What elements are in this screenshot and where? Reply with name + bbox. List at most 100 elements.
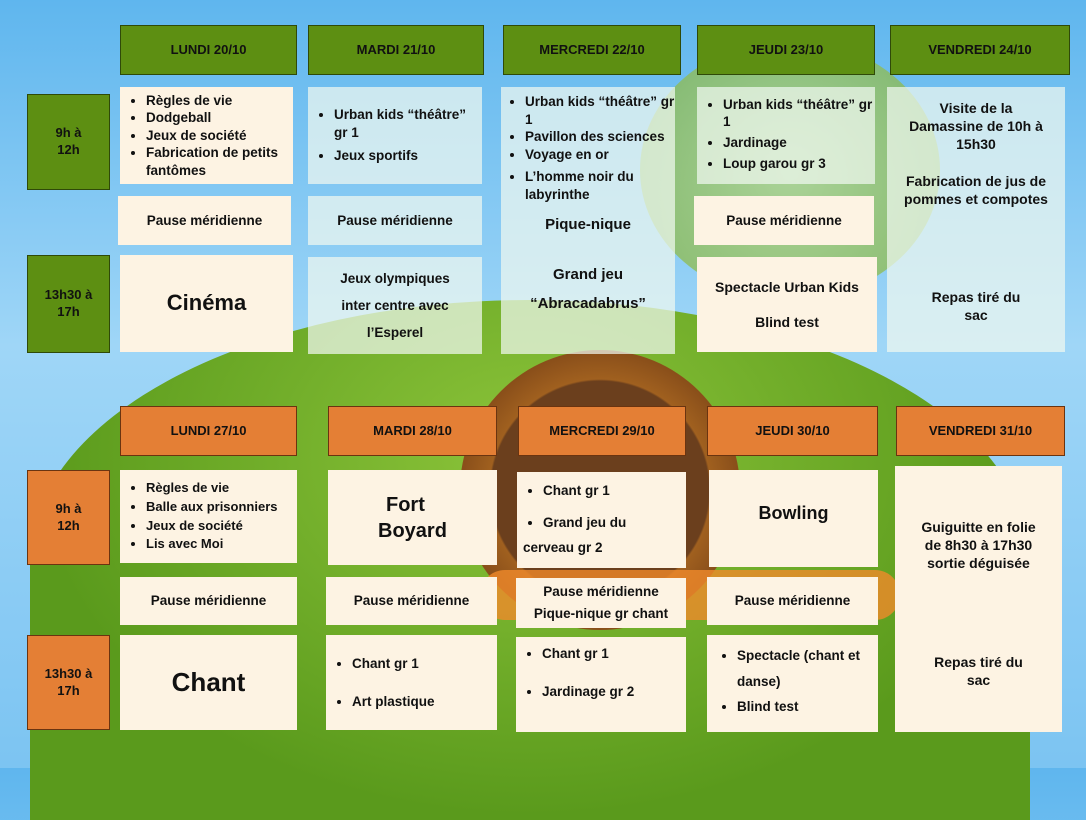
activity-item: Blind test (737, 694, 878, 720)
activity-line: Repas tiré du sac (934, 653, 1023, 688)
header-day: JEUDI 23/10 (697, 25, 875, 75)
activity-item: Chant gr 1 (543, 482, 686, 500)
activity-cell: Règles de vie Balle aux prisonniers Jeux… (120, 470, 297, 563)
activity-cell: Urban kids “théâtre” gr 1 Jeux sportifs (308, 87, 482, 184)
activity-item: Art plastique (352, 693, 497, 711)
header-day: VENDREDI 24/10 (890, 25, 1070, 75)
activity-cell: Guiguitte en folie de 8h30 à 17h30 sorti… (895, 466, 1062, 732)
day-label: MERCREDI 22/10 (539, 41, 645, 57)
activity-title: Fort (386, 493, 425, 516)
lunch-cell: Pause méridienne (326, 577, 497, 625)
activity-cell: Chant gr 1 Art plastique (326, 635, 497, 730)
activity-title: Cinéma (166, 290, 247, 316)
lunch-label: Pause méridienne (734, 593, 851, 609)
day-label: MARDI 28/10 (373, 422, 452, 438)
time-label: 13h30 à (44, 665, 93, 681)
activity-cell: Chant gr 1 Grand jeu du cerveau gr 2 (517, 472, 686, 568)
activity-line: Spectacle Urban Kids (715, 279, 859, 296)
header-day: MERCREDI 22/10 (503, 25, 681, 75)
lunch-label: Pause méridienne (543, 583, 659, 599)
time-label: 13h30 à (44, 287, 93, 303)
activity-title: Boyard (378, 519, 447, 542)
header-day: VENDREDI 31/10 (896, 406, 1065, 456)
activity-title: Chant (171, 666, 246, 697)
activity-cell: Chant gr 1 Jardinage gr 2 (516, 637, 686, 732)
activity-line: inter centre avec (341, 298, 449, 313)
lunch-cell: Pause méridienne (308, 196, 482, 245)
activity-item: Grand jeu du (543, 514, 686, 532)
activity-cell: Urban kids “théâtre” gr 1 Jardinage Loup… (697, 87, 875, 184)
activity-line: cerveau gr 2 (523, 540, 603, 556)
activity-item: Fabrication de petits fantômes (146, 144, 293, 179)
activity-line: “Abracadabrus” (530, 295, 646, 313)
lunch-label: Pause méridienne (146, 212, 263, 228)
activity-line: Guiguitte en folie de 8h30 à 17h30 sorti… (921, 519, 1036, 572)
activity-cell: Bowling (709, 470, 878, 567)
lunch-cell: Pause méridienne (120, 577, 297, 625)
header-day: MARDI 28/10 (328, 406, 497, 456)
activity-line: Blind test (755, 313, 819, 330)
lunch-cell: Pause méridienne Pique-nique gr chant (516, 578, 686, 628)
activity-line: Jeux olympiques (340, 271, 450, 286)
lunch-label: Pause méridienne (337, 212, 453, 228)
activity-cell: Fort Boyard (328, 470, 497, 565)
activity-item: Chant gr 1 (352, 655, 497, 673)
header-day: LUNDI 27/10 (120, 406, 297, 456)
lunch-label: Pique-nique (545, 216, 631, 234)
activity-item: Urban kids “théâtre” gr 1 (334, 106, 482, 141)
activity-cell: Cinéma (120, 255, 293, 352)
activity-item: Jeux sportifs (334, 147, 482, 165)
activity-cell: Chant (120, 635, 297, 730)
lunch-label: Pause méridienne (150, 593, 267, 609)
activity-cell: Règles de vie Dodgeball Jeux de société … (120, 87, 293, 184)
activity-item: Pavillon des sciences (525, 128, 675, 146)
lunch-cell: Pause méridienne (694, 196, 874, 245)
activity-item: Urban kids “théâtre” gr 1 (525, 93, 675, 128)
header-day: LUNDI 20/10 (120, 25, 297, 75)
activity-item: Jeux de société (146, 127, 293, 145)
lunch-label: Pique-nique gr chant (533, 606, 669, 621)
day-label: MARDI 21/10 (356, 41, 436, 57)
activity-cell: Urban kids “théâtre” gr 1 Pavillon des s… (501, 87, 675, 354)
activity-line: Visite de la Damassine de 10h à 15h30 (909, 100, 1043, 153)
lunch-cell: Pause méridienne (707, 577, 878, 625)
header-day: MARDI 21/10 (308, 25, 484, 75)
activity-item: Jeux de société (146, 518, 297, 535)
activity-item: Urban kids “théâtre” gr 1 (723, 96, 875, 131)
time-label: 12h (57, 517, 80, 533)
activity-line: Grand jeu (552, 265, 623, 283)
activity-item: Chant gr 1 (542, 645, 686, 663)
activity-item: Voyage en or (525, 146, 675, 164)
header-day: MERCREDI 29/10 (518, 406, 686, 456)
time-label: 17h (57, 304, 80, 319)
time-label: 12h (57, 142, 80, 157)
activity-line: Fabrication de jus de pommes et compotes (904, 172, 1048, 207)
activity-item: Jardinage gr 2 (542, 683, 686, 701)
activity-line: l’Esperel (366, 325, 424, 340)
activity-item: L’homme noir du labyrinthe (525, 168, 675, 203)
day-label: LUNDI 20/10 (170, 41, 247, 57)
activity-title: Bowling (758, 503, 829, 523)
lunch-label: Pause méridienne (353, 593, 470, 609)
lunch-cell: Pause méridienne (118, 196, 291, 245)
activity-item: Spectacle (chant et danse) (737, 643, 878, 694)
day-label: MERCREDI 29/10 (549, 422, 655, 438)
day-label: VENDREDI 31/10 (928, 422, 1033, 438)
time-label: 9h à (55, 500, 82, 516)
day-label: JEUDI 30/10 (755, 422, 830, 438)
time-label: 17h (57, 682, 80, 698)
activity-cell: Jeux olympiques inter centre avec l’Espe… (308, 257, 482, 354)
activity-cell: Spectacle Urban Kids Blind test (697, 257, 877, 352)
activity-cell: Spectacle (chant et danse) Blind test (707, 635, 878, 732)
activity-item: Balle aux prisonniers (146, 499, 297, 516)
time-label: 9h à (55, 125, 82, 141)
day-label: LUNDI 27/10 (170, 422, 247, 438)
activity-item: Jardinage (723, 134, 875, 152)
lunch-label: Pause méridienne (726, 212, 842, 228)
activity-line: Repas tiré du sac (931, 288, 1021, 324)
day-label: VENDREDI 24/10 (928, 41, 1032, 57)
